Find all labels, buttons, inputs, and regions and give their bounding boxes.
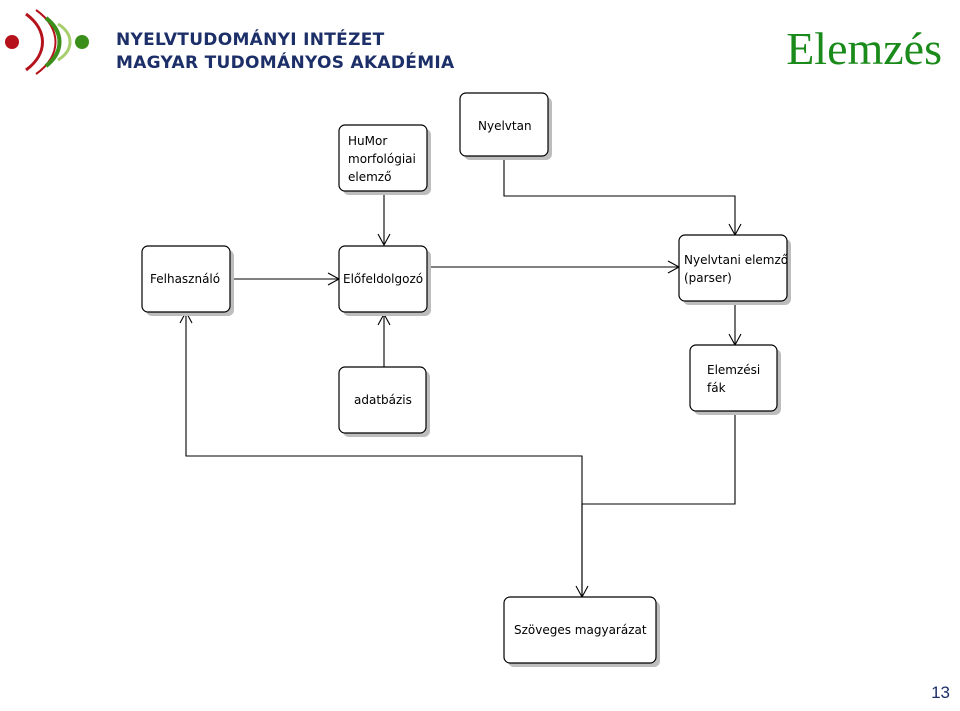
node-adatbazis: adatbázis [338, 366, 430, 437]
edge-adatbazis-to-elofeldolgozo [377, 312, 391, 367]
edge-elofeldolgozo-to-parser [430, 260, 681, 274]
node-parser: Nyelvtani elemző (parser) [678, 234, 791, 305]
node-szoveges-label: Szöveges magyarázat [514, 623, 647, 637]
node-nyelvtan: Nyelvtan [459, 92, 552, 160]
node-adatbazis-label: adatbázis [354, 393, 412, 407]
node-parser-line2: (parser) [684, 271, 732, 285]
page-title: Elemzés [786, 23, 942, 74]
node-elemzesi-fak: Elemzési fák [689, 344, 781, 415]
institute-logo-icon [5, 9, 89, 75]
node-felhasznalo-label: Felhasználó [150, 272, 220, 286]
edge-szoveges-to-felhasznalo [179, 310, 583, 597]
edge-felhasznalo-to-elofeldolgozo [231, 272, 341, 286]
node-elemzesi-fak-line1: Elemzési [707, 363, 760, 377]
node-szoveges: Szöveges magyarázat [503, 596, 660, 667]
node-humor: HuMor morfológiai elemző [338, 124, 431, 195]
node-humor-line1: HuMor [348, 134, 387, 148]
node-parser-line1: Nyelvtani elemző [684, 253, 788, 267]
edge-humor-to-elofeldolgozo [377, 191, 391, 247]
node-elemzesi-fak-line2: fák [707, 381, 726, 395]
node-elofeldolgozo-label: Előfeldolgozó [343, 272, 423, 286]
edge-elemzesi-fak-to-szoveges [575, 411, 736, 599]
node-felhasznalo: Felhasználó [141, 245, 234, 316]
institute-name: NYELVTUDOMÁNYI INTÉZET [116, 30, 385, 50]
page-number: 13 [931, 683, 950, 702]
edge-parser-to-elemzesi-fak [728, 302, 742, 347]
node-humor-line2: morfológiai [348, 152, 416, 166]
edge-nyelvtan-to-parser [503, 159, 742, 237]
diagram-edges [179, 159, 742, 599]
node-nyelvtan-label: Nyelvtan [478, 119, 532, 133]
node-humor-line3: elemző [348, 170, 391, 184]
node-elofeldolgozo: Előfeldolgozó [338, 245, 431, 316]
academy-name: MAGYAR TUDOMÁNYOS AKADÉMIA [116, 53, 455, 73]
